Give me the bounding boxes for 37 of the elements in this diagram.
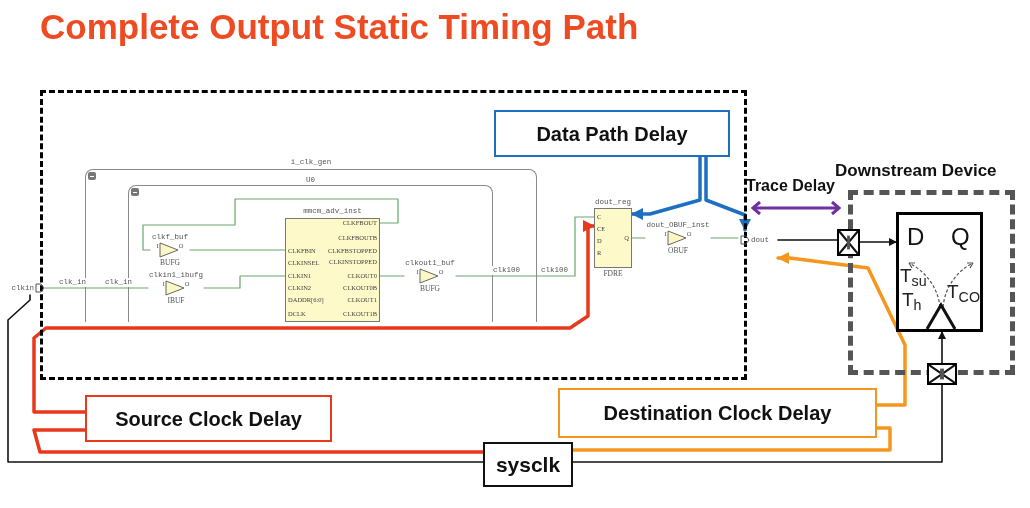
callout-box bbox=[85, 395, 332, 442]
callout-text: Destination Clock Delay bbox=[603, 401, 832, 426]
pin-label: D bbox=[907, 223, 925, 251]
wire bbox=[859, 238, 897, 246]
delay-path-arrow bbox=[776, 252, 907, 407]
timing-label: T$_{su}$ bbox=[900, 265, 927, 287]
wire bbox=[710, 237, 739, 239]
fpga-boundary bbox=[40, 90, 747, 380]
delay-path-arrow bbox=[32, 220, 596, 414]
delay-path-arrow bbox=[704, 155, 751, 232]
wire bbox=[631, 237, 646, 239]
clock-source-box bbox=[483, 442, 573, 487]
wire bbox=[938, 331, 946, 364]
flip-flop-box bbox=[896, 212, 983, 332]
dimension-label: Trace Delay bbox=[746, 176, 835, 196]
device-heading: Downstream Device bbox=[835, 160, 997, 182]
io-pad-symbol bbox=[837, 229, 860, 256]
wire bbox=[142, 198, 399, 251]
pin-label: Q bbox=[951, 223, 970, 251]
delay-path-arrow bbox=[630, 155, 702, 220]
wire bbox=[572, 384, 943, 463]
wire bbox=[777, 239, 838, 241]
io-pad-symbol bbox=[927, 363, 957, 385]
wire bbox=[379, 275, 405, 277]
callout-text: Source Clock Delay bbox=[115, 406, 302, 432]
callout-text: sysclk bbox=[495, 451, 561, 478]
wire bbox=[203, 275, 286, 289]
wire bbox=[189, 249, 286, 251]
diagram-title: Complete Output Static Timing Path bbox=[40, 6, 639, 48]
wire bbox=[7, 294, 484, 463]
timing-label: T$_{CO}$ bbox=[947, 281, 980, 303]
wire bbox=[455, 216, 595, 277]
callout-box bbox=[494, 110, 730, 157]
timing-label: T$_{h}$ bbox=[902, 289, 922, 311]
callout-text: Data Path Delay bbox=[536, 121, 688, 147]
wire bbox=[44, 287, 149, 289]
callout-box bbox=[558, 388, 877, 438]
